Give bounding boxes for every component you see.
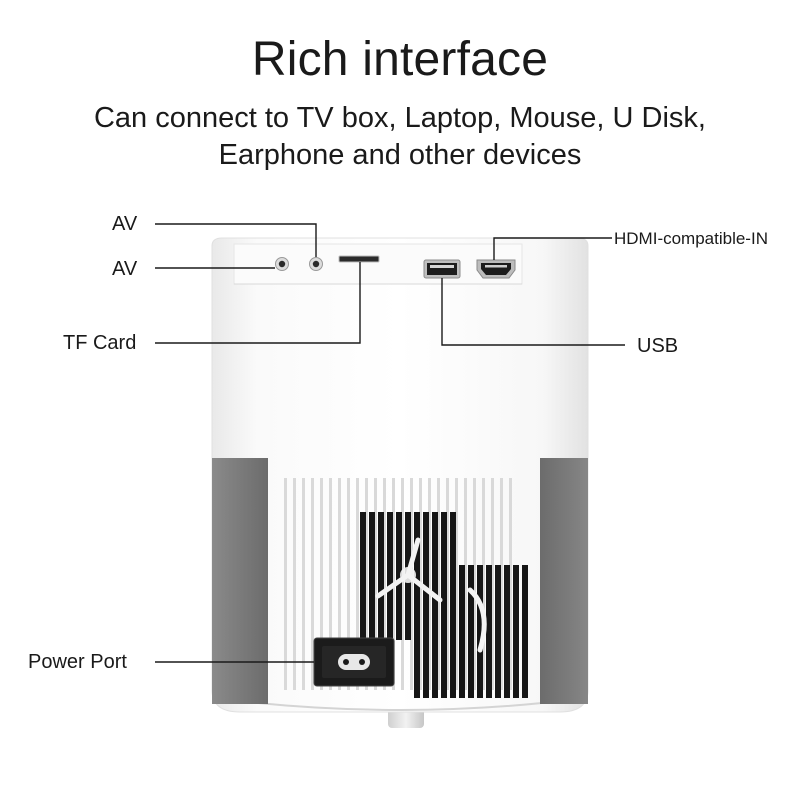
label-av-bottom: AV — [112, 258, 138, 280]
fan-vent-slat — [423, 512, 429, 698]
hdmi-port — [476, 259, 516, 279]
side-panel-left — [212, 458, 268, 704]
fan-vent-slat — [513, 565, 519, 698]
fan-vent-slat — [468, 565, 474, 698]
vent-slat — [509, 478, 512, 690]
usb-port — [423, 259, 461, 279]
vent-slat — [482, 478, 485, 690]
fan-vent-slat — [486, 565, 492, 698]
av-port-2 — [309, 257, 323, 271]
vent-slat — [401, 478, 404, 690]
vent-slat — [410, 478, 413, 690]
label-hdmi: HDMI-compatible-IN — [614, 229, 768, 248]
side-panel-right — [540, 458, 588, 704]
fan-vent-slat — [522, 565, 528, 698]
leader-usb — [441, 278, 625, 346]
label-usb: USB — [637, 335, 679, 357]
leader-hdmi — [493, 237, 612, 260]
fan-vent-slat — [414, 512, 420, 698]
vent-slat — [374, 478, 377, 690]
label-power-port: Power Port — [28, 651, 127, 673]
fan-vent-slat — [369, 512, 375, 640]
vent-slat — [284, 478, 287, 690]
vent-slat — [473, 478, 476, 690]
vent-slat — [437, 478, 440, 690]
leader-tf-card — [155, 262, 361, 344]
fan-vent-slat — [432, 512, 438, 698]
projector-body — [211, 237, 589, 713]
figure-eight-socket-icon — [338, 654, 370, 670]
vent-slat — [311, 478, 314, 690]
vent-slat — [338, 478, 341, 690]
vent-slat — [428, 478, 431, 690]
fan-vent-slat — [495, 565, 501, 698]
vent-slat — [500, 478, 503, 690]
fan-icon — [375, 537, 487, 653]
fan-vent-slat — [360, 512, 366, 640]
fan-vent-slat — [459, 565, 465, 698]
power-port — [313, 637, 395, 687]
vent-slat — [356, 478, 359, 690]
vent-slat — [383, 478, 386, 690]
page-title: Rich interface — [251, 33, 549, 86]
page-subtitle: Can connect to TV box, Laptop, Mouse, U … — [0, 100, 800, 174]
subtitle-line-2: Earphone and other devices — [218, 139, 582, 171]
fan-vent-slat — [396, 512, 402, 640]
tf-card-slot — [338, 255, 380, 263]
vent-slat — [302, 478, 305, 690]
label-av-top: AV — [112, 213, 138, 235]
vent-slat — [464, 478, 467, 690]
subtitle-line-1: Can connect to TV box, Laptop, Mouse, U … — [93, 102, 706, 134]
av-port-1 — [275, 257, 289, 271]
vent-slat — [320, 478, 323, 690]
leader-lines — [155, 223, 625, 663]
fan-vent-slat — [441, 512, 447, 698]
vent-slat — [491, 478, 494, 690]
vent-slat — [446, 478, 449, 690]
vent-slat — [293, 478, 296, 690]
fan-vent-slat — [450, 512, 456, 698]
vent-slat — [365, 478, 368, 690]
vent-slat — [455, 478, 458, 690]
fan-vent-slat — [477, 565, 483, 698]
vent-slat — [347, 478, 350, 690]
leader-av-top — [155, 223, 317, 257]
label-tf-card: TF Card — [63, 332, 137, 354]
fan-vent-slat — [504, 565, 510, 698]
fan-vent-slat — [378, 512, 384, 640]
fan-vent-slat — [387, 512, 393, 640]
base-stem — [388, 708, 424, 728]
vent-slat — [329, 478, 332, 690]
